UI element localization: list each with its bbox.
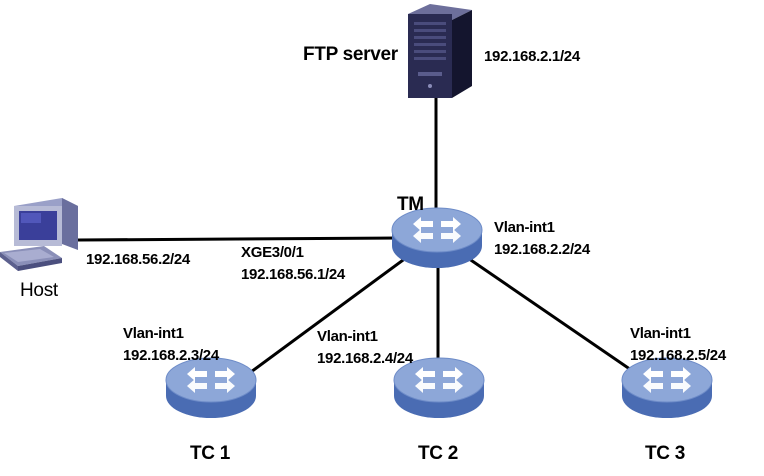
tc1-interface: Vlan-int1: [123, 325, 184, 342]
link-tm-tc1: [239, 250, 415, 382]
tm-label: TM: [397, 194, 424, 215]
tc2-label: TC 2: [418, 443, 458, 464]
tc3-ip: 192.168.2.5/24: [630, 347, 726, 364]
ftp-server-ip: 192.168.2.1/24: [484, 48, 580, 65]
tc3-switch-icon: [621, 357, 713, 418]
tc2-ip: 192.168.2.4/24: [317, 350, 413, 367]
link-tm-host: [77, 236, 399, 242]
tc1-switch-icon: [165, 357, 257, 418]
tc2-switch-icon: [393, 357, 485, 418]
tc3-interface: Vlan-int1: [630, 325, 691, 342]
tm-port-ip: 192.168.56.1/24: [241, 266, 345, 283]
tm-switch-icon: [391, 207, 483, 268]
tm-ip: 192.168.2.2/24: [494, 241, 590, 258]
ftp-server-label: FTP server: [303, 44, 398, 65]
host-label: Host: [20, 280, 58, 301]
tm-interface: Vlan-int1: [494, 219, 555, 236]
link-tm-tc3: [461, 252, 641, 378]
host-computer-icon: [0, 198, 78, 271]
tc2-interface: Vlan-int1: [317, 328, 378, 345]
tc1-ip: 192.168.2.3/24: [123, 347, 219, 364]
tm-port: XGE3/0/1: [241, 244, 304, 261]
tc3-label: TC 3: [645, 443, 685, 464]
links: [77, 98, 641, 382]
tc1-label: TC 1: [190, 443, 230, 464]
host-ip: 192.168.56.2/24: [86, 251, 190, 268]
ftp-server-icon: [408, 4, 472, 98]
